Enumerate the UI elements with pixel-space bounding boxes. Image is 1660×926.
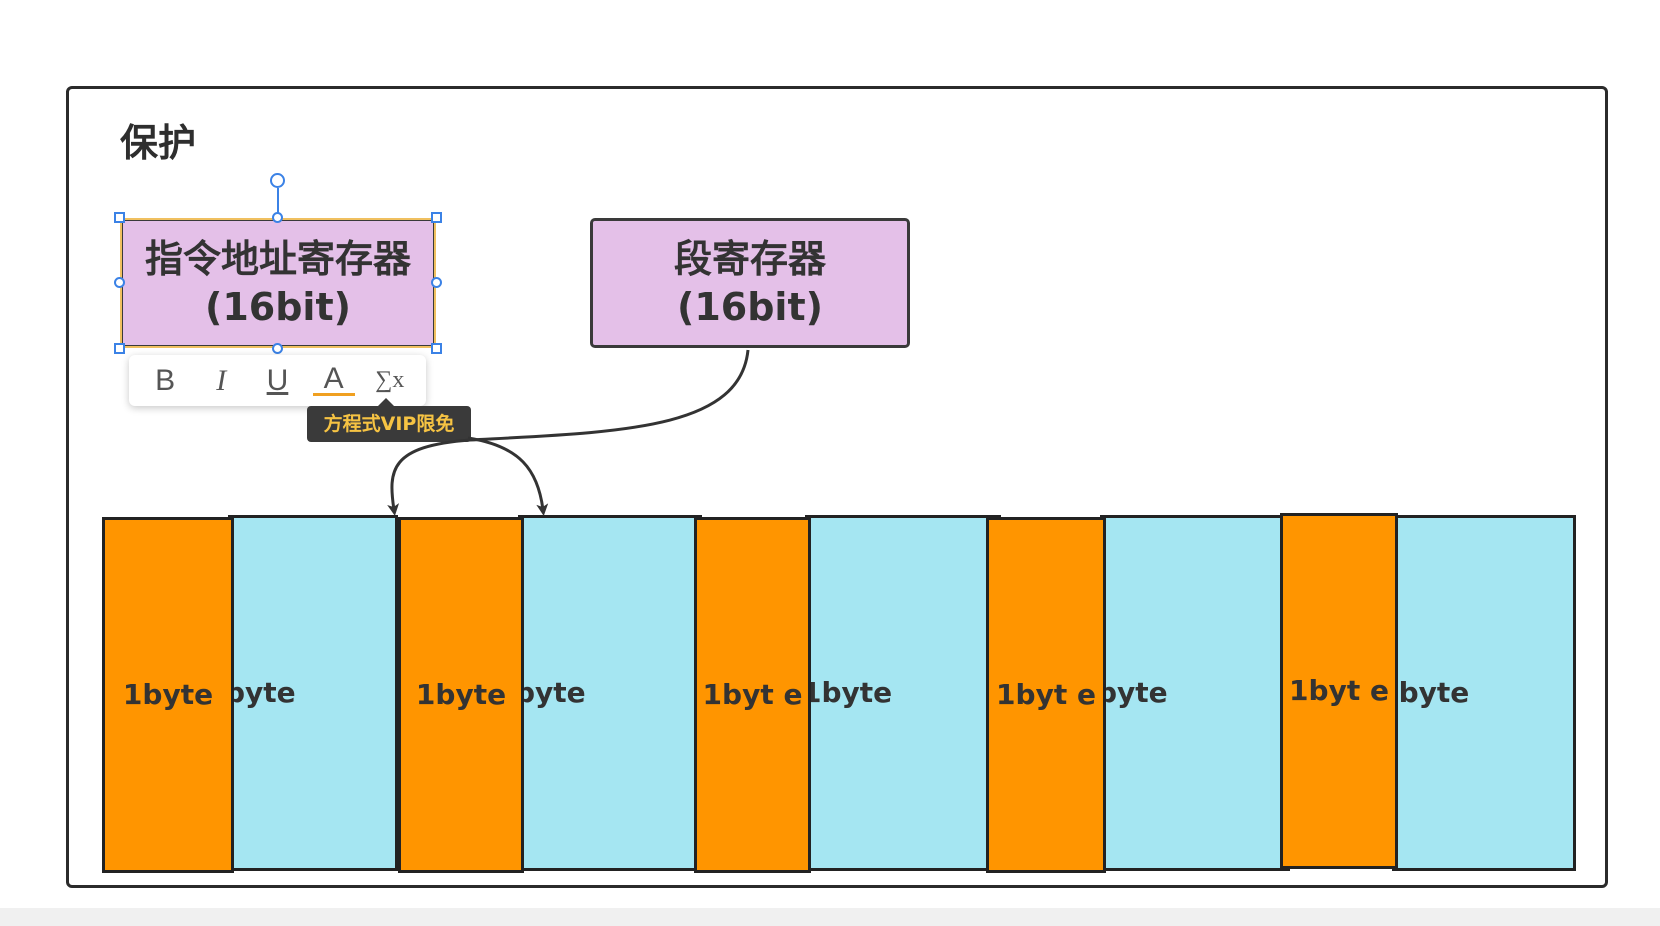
ip-register-size: (16bit): [204, 285, 351, 329]
rotate-handle[interactable]: [270, 173, 285, 188]
resize-handle-left[interactable]: [114, 277, 125, 288]
ip-register-box[interactable]: 指令地址寄存器 (16bit): [120, 218, 436, 348]
text-format-toolbar: B I U A ∑x: [129, 355, 426, 406]
memory-byte-label: 1byt e: [996, 678, 1096, 711]
italic-button[interactable]: I: [216, 363, 227, 397]
memory-byte-label: 1byte: [415, 678, 507, 711]
resize-handle-top[interactable]: [272, 212, 283, 223]
memory-byte-cell[interactable]: byte: [225, 515, 398, 871]
memory-byte-cell[interactable]: byte: [1097, 515, 1290, 871]
resize-handle-bottom-right[interactable]: [431, 343, 442, 354]
segment-register-size: (16bit): [676, 285, 823, 329]
page-title: 保护: [120, 121, 197, 165]
ip-register-label[interactable]: 指令地址寄存器: [144, 237, 411, 281]
formula-button[interactable]: ∑x: [375, 367, 405, 393]
memory-byte-cell[interactable]: 1byt e: [694, 517, 811, 873]
font-color-button[interactable]: A: [312, 364, 355, 396]
memory-byte-label: lbyte: [1389, 676, 1470, 709]
memory-byte-cell[interactable]: 1byte: [398, 517, 524, 873]
memory-byte-label: 1byte: [122, 678, 214, 711]
rotate-handle-stem: [277, 188, 279, 213]
memory-strip: byte 1byte byte 1byte 1byte 1byt e byte …: [102, 513, 1576, 873]
memory-byte-cell[interactable]: 1byte: [802, 515, 1001, 871]
memory-byte-label: 1byte: [802, 676, 893, 709]
memory-byte-label: byte: [1097, 676, 1168, 709]
memory-byte-cell[interactable]: 1byt e: [1280, 513, 1398, 869]
formula-vip-tooltip: 方程式VIP限免: [307, 398, 471, 442]
segment-register-box[interactable]: 段寄存器 (16bit): [590, 218, 910, 348]
memory-byte-label: 1byt e: [702, 678, 803, 711]
resize-handle-top-left[interactable]: [114, 212, 125, 223]
memory-byte-cell[interactable]: lbyte: [1389, 515, 1576, 871]
resize-handle-bottom[interactable]: [272, 343, 283, 354]
underline-button[interactable]: U: [266, 363, 289, 397]
memory-byte-cell[interactable]: 1byt e: [986, 517, 1106, 873]
bottom-bar: [0, 908, 1660, 926]
segment-register-label: 段寄存器: [673, 237, 826, 281]
memory-byte-label: byte: [515, 676, 586, 709]
resize-handle-bottom-left[interactable]: [114, 343, 125, 354]
bold-button[interactable]: B: [155, 363, 176, 397]
memory-byte-label: 1byt e: [1289, 674, 1389, 707]
resize-handle-right[interactable]: [431, 277, 442, 288]
resize-handle-top-right[interactable]: [431, 212, 442, 223]
memory-byte-cell[interactable]: byte: [515, 515, 702, 871]
memory-byte-cell[interactable]: 1byte: [102, 517, 234, 873]
memory-byte-label: byte: [225, 676, 296, 709]
